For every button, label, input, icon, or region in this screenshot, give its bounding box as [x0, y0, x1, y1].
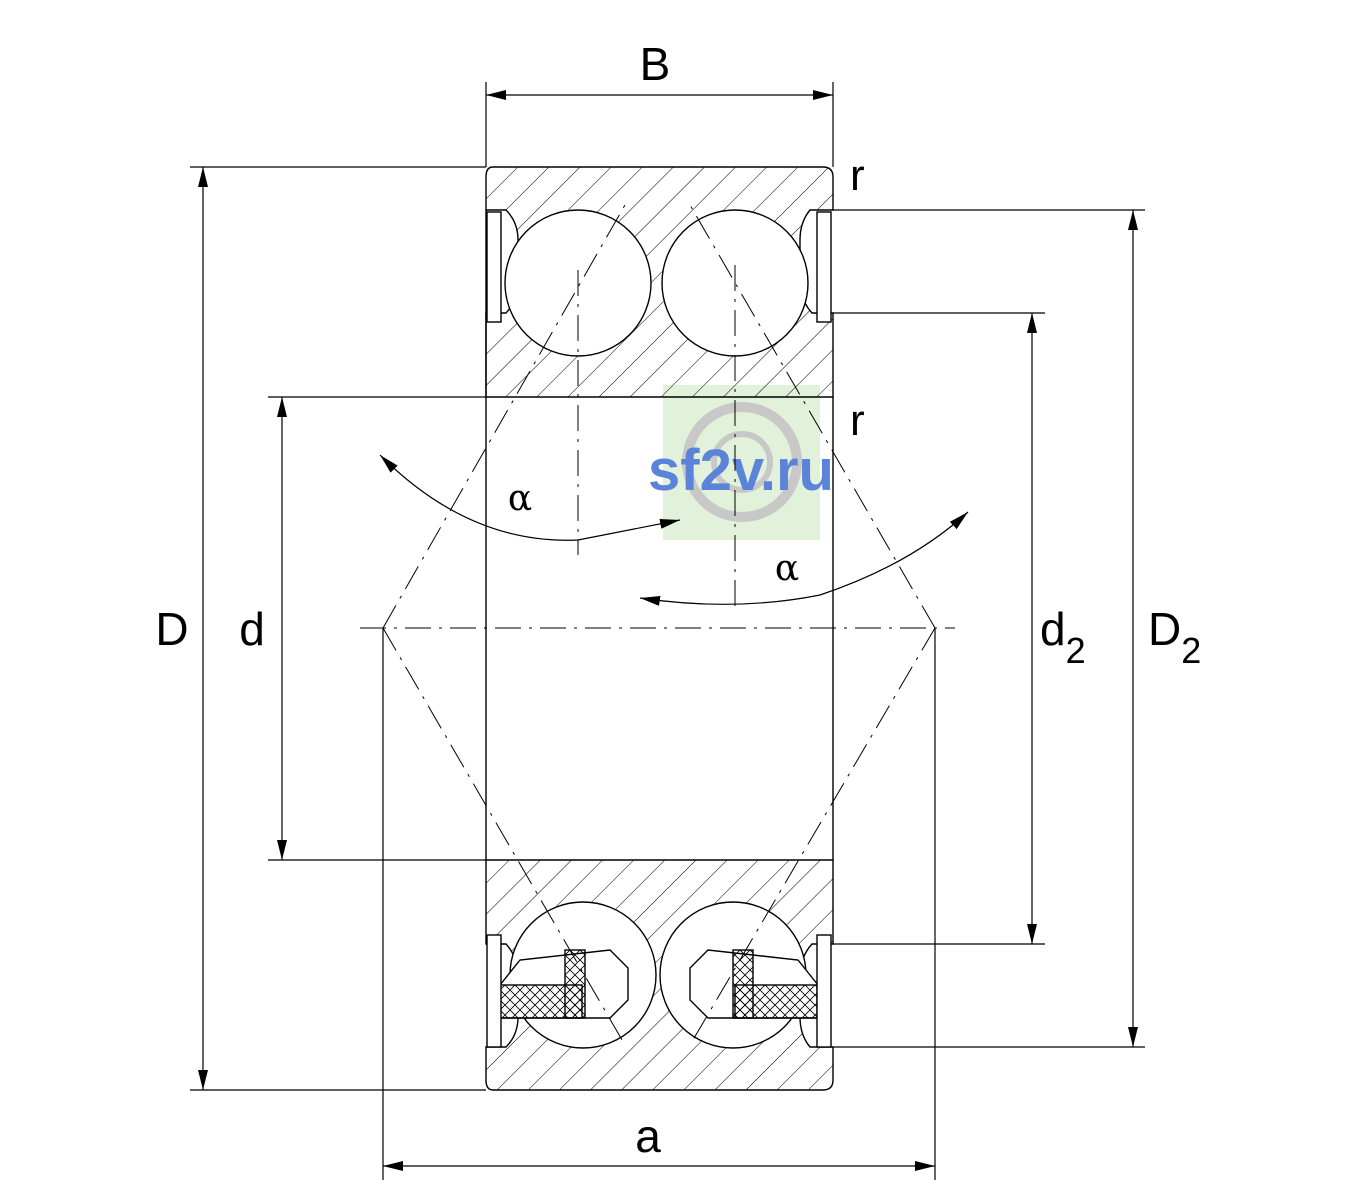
angle-arc-left: [379, 454, 681, 541]
label-r-outer: r: [850, 151, 865, 200]
label-D: D: [155, 603, 188, 655]
contact-line-right-lower: [689, 627, 936, 1046]
seal-top-left: [486, 211, 502, 323]
seal-bottom-left: [486, 934, 502, 1048]
watermark-text: sf2v.ru: [648, 438, 834, 503]
label-B: B: [640, 38, 671, 90]
watermark: sf2v.ru: [648, 385, 834, 540]
seal-bottom-right: [816, 934, 832, 1048]
label-alpha-right: α: [775, 548, 799, 589]
label-r-inner: r: [850, 396, 865, 445]
label-alpha-left: α: [508, 478, 532, 519]
contact-line-left-lower: [382, 627, 626, 1046]
label-a: a: [635, 1110, 661, 1162]
label-D2: D2: [1148, 603, 1201, 671]
seal-top-right: [816, 211, 832, 323]
label-d2: d2: [1040, 603, 1086, 671]
contact-line-left-upper: [382, 204, 626, 629]
angle-arc-right: [639, 511, 969, 606]
label-d: d: [239, 603, 265, 655]
